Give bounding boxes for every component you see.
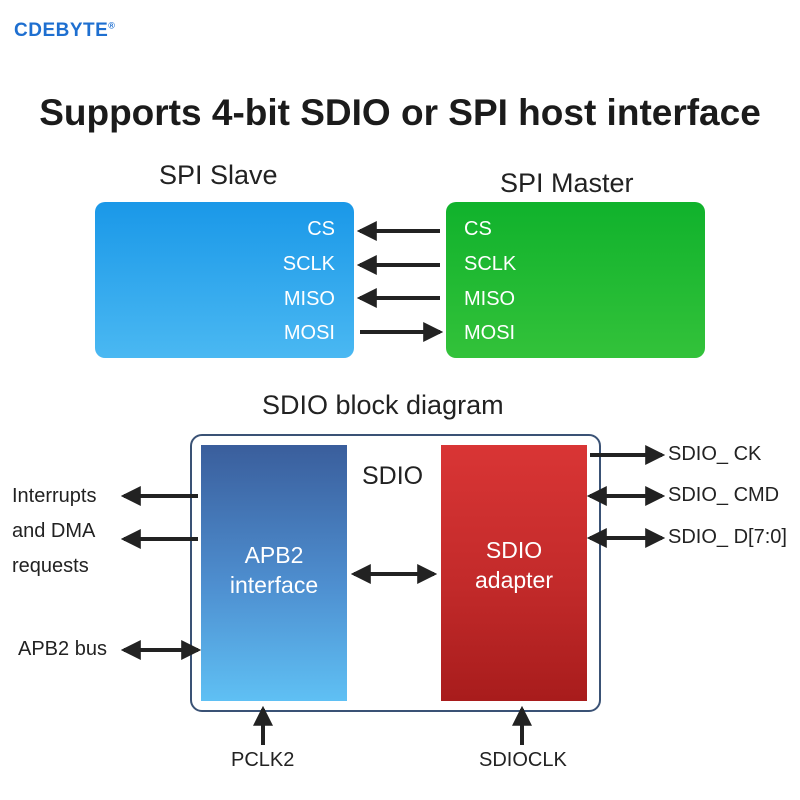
sdio-frame xyxy=(190,434,601,712)
adapter-line1: SDIO xyxy=(485,537,543,563)
spi-slave-box xyxy=(95,202,354,358)
interrupts-line2: and DMA xyxy=(12,520,96,542)
apb2-bus-label: APB2 bus xyxy=(18,638,107,660)
interrupts-line3: requests xyxy=(12,555,89,577)
slave-signal-miso: MISO xyxy=(283,288,335,310)
pclk2-label: PCLK2 xyxy=(231,749,295,771)
interrupts-line1: Interrupts xyxy=(12,485,97,507)
sdio-adapter-box xyxy=(441,445,587,701)
apb2-interface-box xyxy=(201,445,347,701)
sdio-cmd-label: SDIO_ CMD xyxy=(668,484,780,506)
sdio-title: SDIO xyxy=(362,462,424,490)
master-signal-cs: CS xyxy=(464,218,492,240)
sdio-data-label: SDIO_ D[7:0] xyxy=(668,526,787,548)
spi-master-label: SPI Master xyxy=(500,168,634,198)
master-signal-mosi: MOSI xyxy=(464,322,516,344)
interrupts-label: Interrupts and DMA requests xyxy=(12,479,96,584)
sdio-diagram-label: SDIO block diagram xyxy=(262,390,504,420)
slave-signal-sclk: SCLK xyxy=(282,253,335,275)
apb2-line1: APB2 xyxy=(244,542,304,568)
master-signal-sclk: SCLK xyxy=(464,253,517,275)
sdio-ck-label: SDIO_ CK xyxy=(668,443,762,465)
page-title: Supports 4-bit SDIO or SPI host interfac… xyxy=(39,92,761,133)
registered-mark: ® xyxy=(108,20,116,31)
brand-logo: CDEBYTE® xyxy=(14,20,115,42)
spi-slave-label: SPI Slave xyxy=(159,160,278,190)
master-signal-miso: MISO xyxy=(464,288,516,310)
slave-signal-mosi: MOSI xyxy=(283,322,335,344)
brand-name: CDEBYTE xyxy=(14,20,109,41)
sdioclk-label: SDIOCLK xyxy=(479,749,567,771)
sdio-adapter-text: SDIO adapter xyxy=(441,535,587,595)
apb2-line2: interface xyxy=(229,572,319,598)
apb2-interface-text: APB2 interface xyxy=(201,540,347,600)
slave-signal-cs: CS xyxy=(307,218,335,240)
spi-master-box xyxy=(446,202,705,358)
adapter-line2: adapter xyxy=(474,567,553,593)
